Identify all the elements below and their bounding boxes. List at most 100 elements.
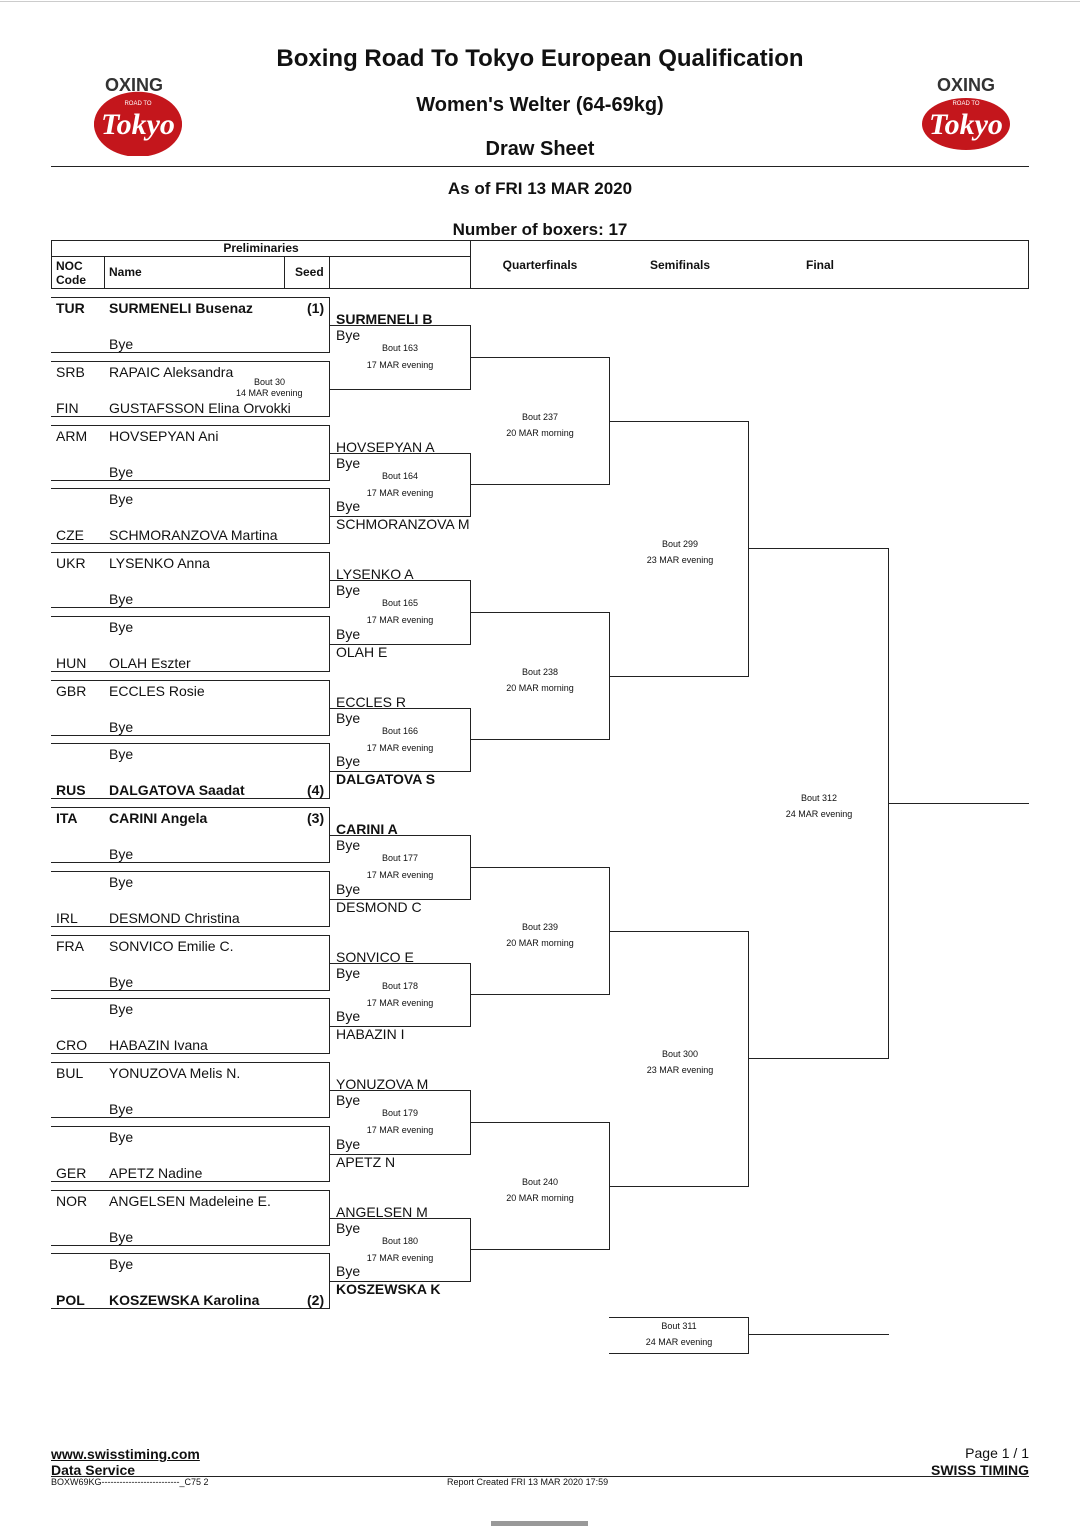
header-rule [51, 166, 1029, 167]
footer-brand: SWISS TIMING [931, 1462, 1029, 1478]
qf-connector [609, 356, 610, 485]
entry-name: Bye [109, 1128, 134, 1145]
entry-seed: (1) [307, 300, 325, 316]
logo-left: OXING ROAD TO Tokyo [80, 74, 188, 157]
r16-line-bottom [330, 1281, 471, 1283]
entry-name: Bye [109, 1256, 134, 1273]
r16-line-bottom [330, 643, 471, 645]
header-quarterfinals: Quarterfinals [502, 258, 578, 272]
entry-seed: (4) [307, 782, 325, 799]
entry-noc: BUL [56, 1065, 84, 1081]
entry-noc: UKR [56, 555, 86, 571]
entry-name: Bye [109, 1228, 134, 1245]
footer-rule [51, 1476, 1029, 1477]
entry-name: Bye [109, 1001, 134, 1018]
logo-left-main: Tokyo [101, 108, 175, 141]
entry-line-bottom [51, 862, 330, 863]
entry-name: SONVICO Emilie C. [109, 937, 234, 954]
entry-connector [329, 1125, 330, 1181]
entry-line-bottom [51, 415, 330, 417]
final-line-bottom [749, 1058, 889, 1060]
header-preliminaries: Preliminaries [223, 241, 299, 255]
entry-noc: GBR [56, 682, 87, 699]
number-of-boxers: Number of boxers: 17 [452, 220, 628, 239]
entry-line-bottom [51, 479, 330, 481]
entry-connector [329, 807, 330, 862]
entry-noc: ARM [56, 427, 88, 444]
logo-left-text: OXING [105, 75, 163, 95]
r16-line-bottom [330, 516, 471, 518]
entry-name: Bye [109, 973, 134, 990]
qf-line-top [471, 356, 610, 358]
entry-line-top [51, 679, 330, 681]
qf-bout-time: 20 MAR morning [506, 427, 574, 438]
bronze-bout-time: 24 MAR evening [645, 1337, 713, 1347]
entry-connector [329, 998, 330, 1054]
r16-bye: Bye [336, 964, 361, 981]
logo-right: OXING ROAD TO Tokyo [912, 74, 1020, 156]
entry-noc: GER [56, 1164, 87, 1181]
entry-noc: NOR [56, 1192, 88, 1209]
r16-bye-2: Bye [336, 1263, 361, 1280]
r16-top-name: HOVSEPYAN A [336, 438, 435, 455]
footer-website[interactable]: www.swisstiming.com [51, 1446, 200, 1462]
entry-name: Bye [109, 491, 134, 508]
as-of-date: As of FRI 13 MAR 2020 [447, 179, 633, 198]
final-connector [888, 548, 889, 1059]
entry-noc: FIN [56, 399, 79, 416]
entry-line-top [51, 870, 330, 872]
top-border [0, 1, 1080, 2]
r16-line-top [330, 962, 471, 964]
sf-connector [748, 930, 749, 1186]
r16-line-top [330, 452, 471, 454]
sf-line-top [610, 930, 749, 932]
r16-bout-time: 17 MAR evening [366, 615, 434, 625]
entry-connector [329, 297, 330, 352]
entry-line-top [51, 615, 330, 617]
qf-bout-time: 20 MAR morning [506, 682, 574, 693]
qf-line-bottom [471, 739, 610, 741]
r16-bye-2: Bye [336, 880, 361, 897]
qf-line-bottom [471, 994, 610, 996]
logo-right-text: OXING [937, 75, 995, 95]
logo-right-sub: ROAD TO [952, 101, 979, 107]
entry-line-bottom [51, 1117, 330, 1118]
scroll-indicator[interactable] [491, 1521, 588, 1526]
entry-line-top [51, 297, 330, 298]
entry-noc: IRL [56, 909, 78, 926]
r16-bout-time: 17 MAR evening [366, 870, 434, 880]
r16-bye-2: Bye [336, 625, 361, 642]
bronze-bout-number: Bout 311 [661, 1321, 697, 1331]
sf-bout-number: Bout 299 [661, 539, 699, 550]
entry-line-bottom [51, 1308, 330, 1310]
entry-noc: HUN [56, 654, 87, 671]
entry-name: KOSZEWSKA Karolina [109, 1292, 260, 1309]
logo-left-sub: ROAD TO [124, 101, 151, 107]
bronze-line-top [609, 1317, 749, 1318]
r16-bottom-name: KOSZEWSKA K [336, 1281, 441, 1298]
entry-line-top [51, 743, 330, 745]
r16-bottom-name: SCHMORANZOVA M [336, 516, 470, 533]
final-line-top [749, 548, 889, 550]
entry-name: ECCLES Rosie [109, 682, 205, 699]
entry-line-bottom [51, 352, 330, 353]
header-final: Final [805, 258, 834, 272]
entry-noc: CRO [56, 1037, 88, 1054]
winner-line [889, 803, 1029, 805]
sf-bout-time: 23 MAR evening [646, 1065, 714, 1076]
entry-noc: POL [56, 1292, 85, 1309]
entry-name: HABAZIN Ivana [109, 1037, 208, 1054]
r16-bye: Bye [336, 1092, 361, 1108]
entry-connector [329, 934, 330, 990]
entry-name: YONUZOVA Melis N. [109, 1065, 241, 1081]
header-name: Name [109, 265, 142, 279]
entry-name: Bye [109, 591, 134, 607]
r16-connector [470, 1217, 471, 1282]
sf-line-bottom [610, 675, 749, 677]
entry-line-top [51, 998, 330, 1000]
qf-connector [609, 611, 610, 740]
entry-name: CARINI Angela [109, 810, 208, 826]
final-bout-time: 24 MAR evening [785, 809, 853, 820]
qf-line-top [471, 611, 610, 613]
qf-connector [609, 1121, 610, 1250]
